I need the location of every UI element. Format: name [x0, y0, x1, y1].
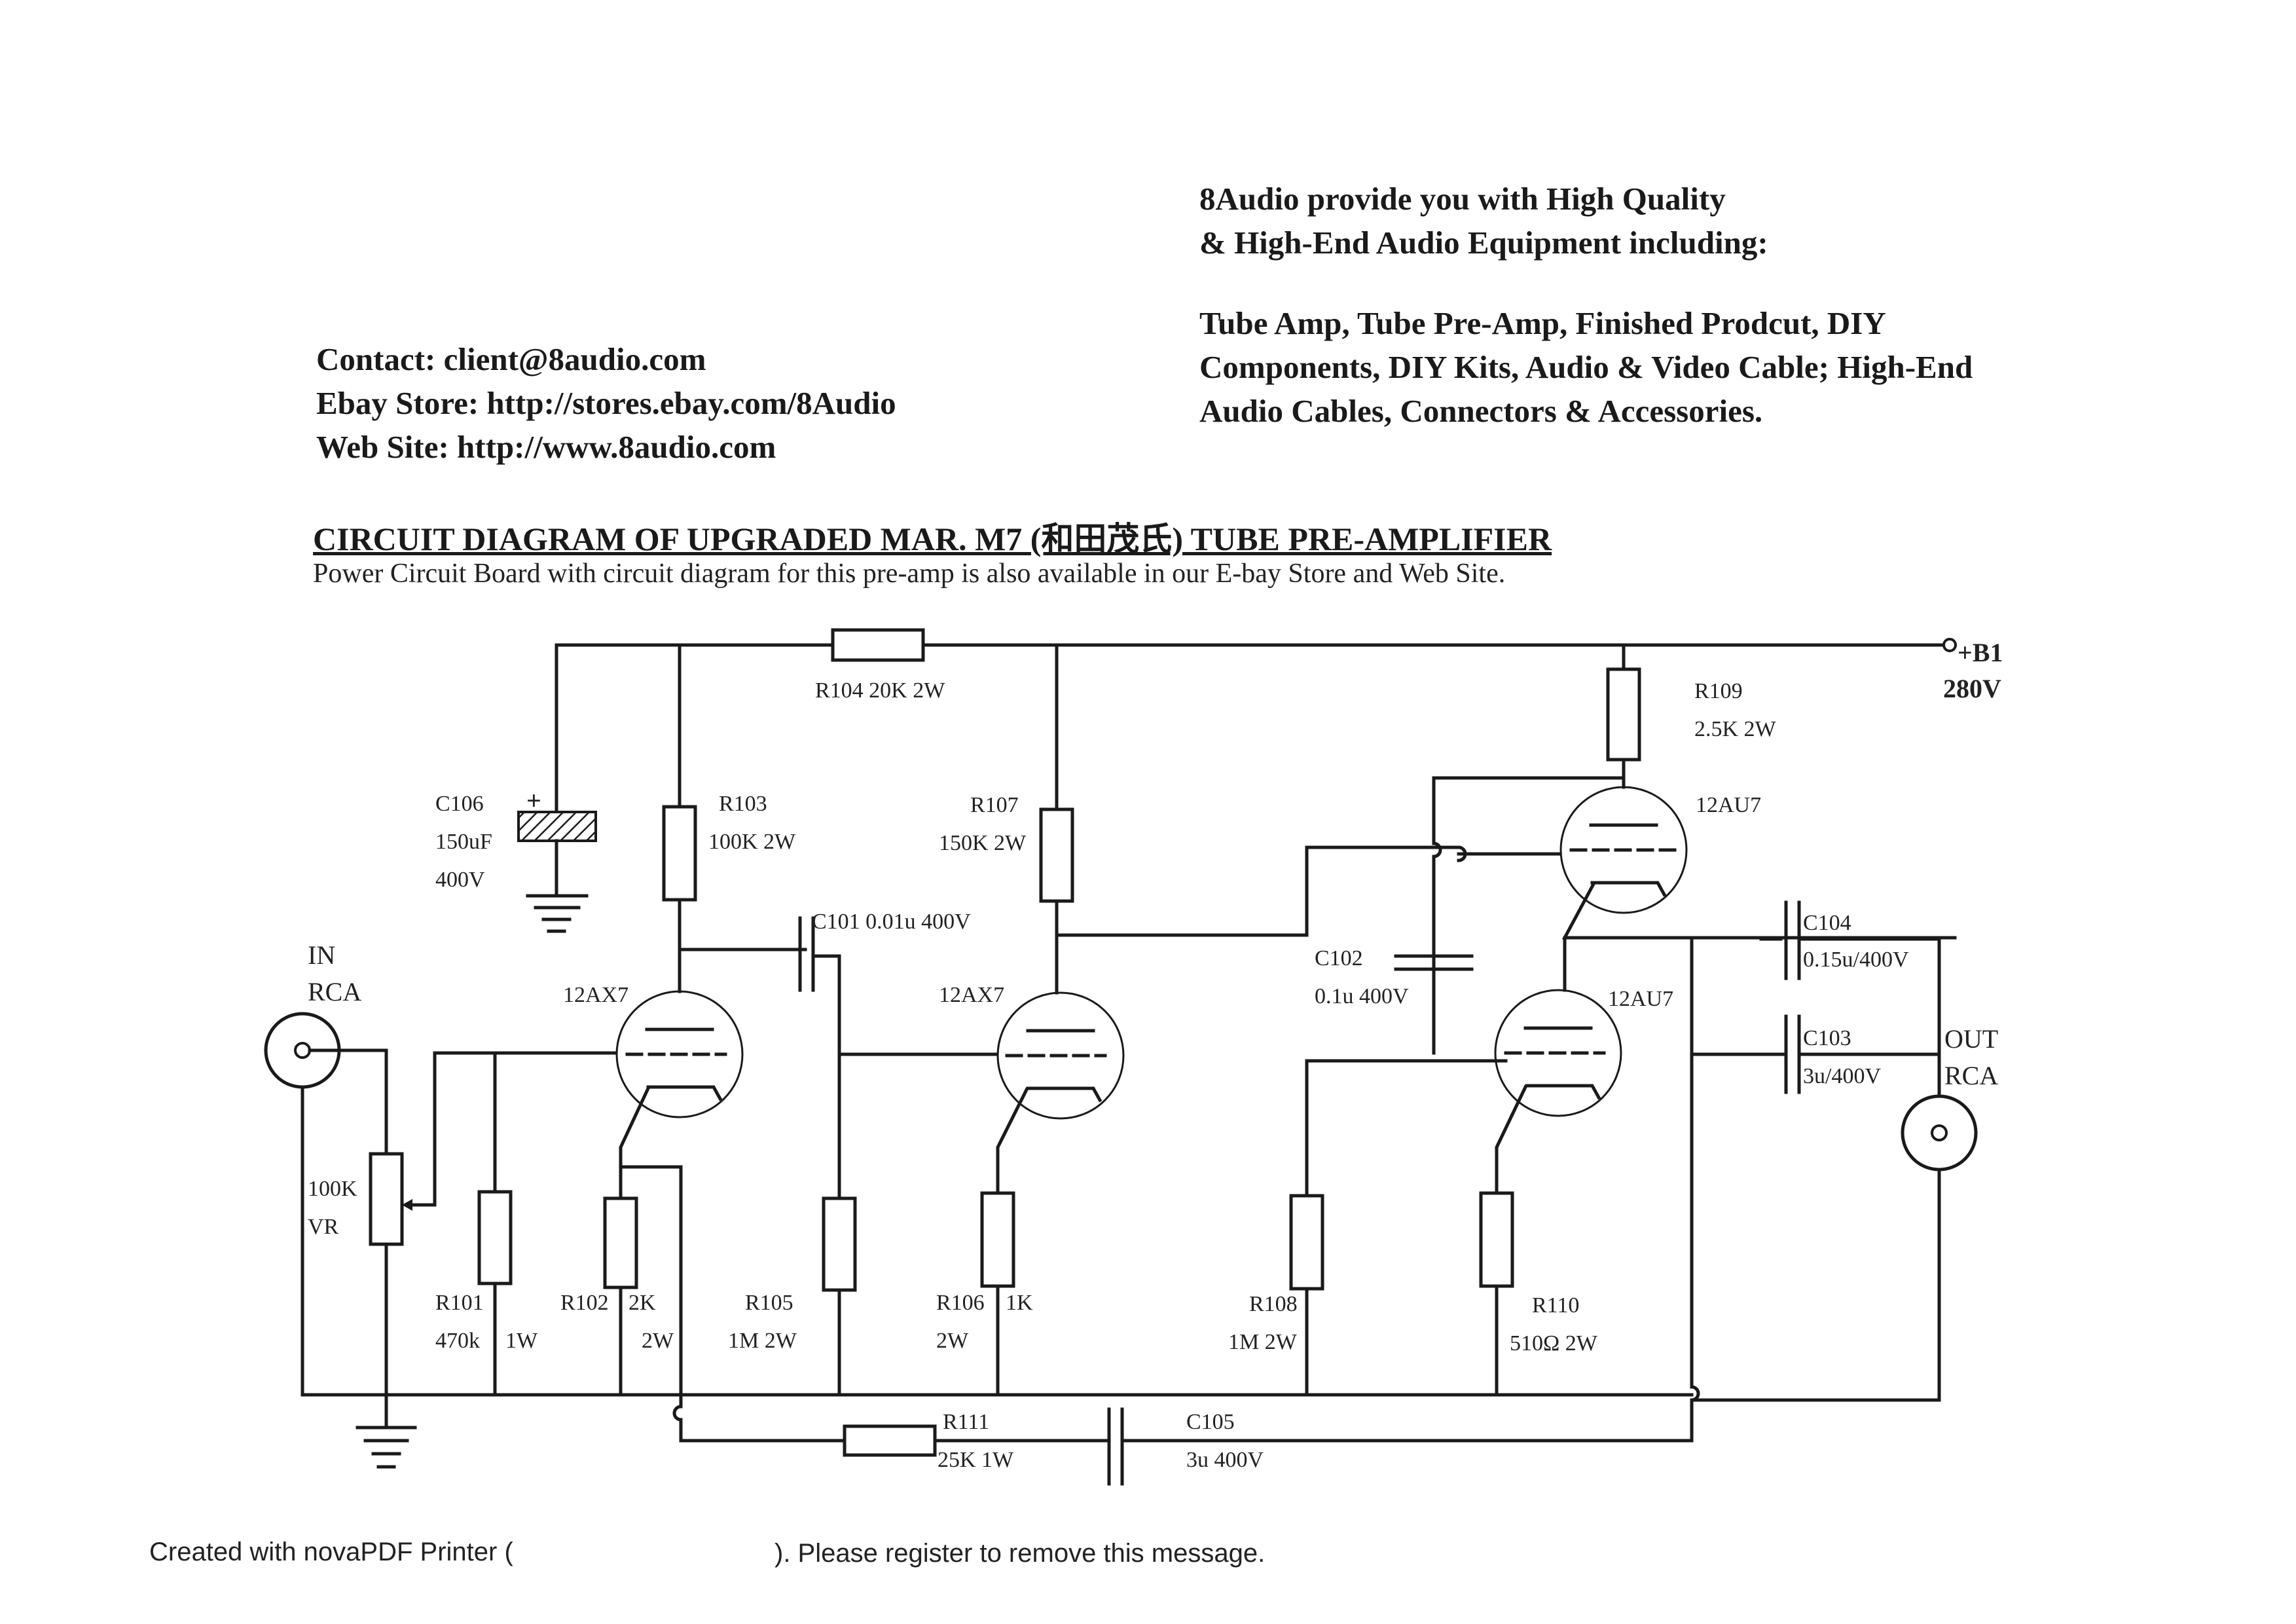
- footer-right: ). Please register to remove this messag…: [774, 1539, 1266, 1568]
- r106-ref: R106: [936, 1291, 985, 1315]
- c106-value: 150uF: [435, 830, 492, 854]
- pdf-footer: Created with novaPDF Printer (: [149, 1538, 513, 1567]
- vr-value: 100K: [308, 1177, 357, 1201]
- resistor-r105: R105 1M 2W: [728, 1052, 857, 1397]
- capacitor-c103: C103 3u/400V: [1690, 1014, 1941, 1094]
- in-label-2: RCA: [308, 977, 361, 1006]
- c102-ref: C102: [1315, 946, 1363, 970]
- resistor-r101: R101 470k 1W: [435, 1051, 538, 1397]
- contact-email: Contact: client@8audio.com: [316, 341, 706, 377]
- r107-value: 150K 2W: [939, 831, 1027, 855]
- r101-rating: 1W: [505, 1329, 538, 1353]
- r110-value: 510Ω 2W: [1510, 1331, 1598, 1356]
- resistor-r108: R108 1M 2W: [1228, 1059, 1324, 1397]
- resistor-r106: R106 1K 2W: [936, 1191, 1033, 1397]
- resistor-r107: R107 150K 2W: [939, 793, 1074, 903]
- resistor-r103: R103 100K 2W: [662, 643, 796, 993]
- c104-ref: C104: [1803, 911, 1851, 935]
- supply-voltage: 280V: [1943, 674, 2001, 703]
- r108-value: 1M 2W: [1228, 1330, 1298, 1354]
- r111-value: 25K 1W: [938, 1448, 1014, 1472]
- product-line-3: Audio Cables, Connectors & Accessories.: [1199, 393, 1763, 429]
- c101-label: C101 0.01u 400V: [812, 910, 971, 934]
- resistor-r111: R111 25K 1W: [843, 1410, 1014, 1472]
- b1-terminal-label: +B1 280V: [1943, 638, 2003, 703]
- promo-line-2: & High-End Audio Equipment including:: [1199, 225, 1768, 261]
- v3-type: 12AU7: [1696, 793, 1761, 817]
- v2-type: 12AX7: [939, 983, 1004, 1007]
- promo-line-1: 8Audio provide you with High Quality: [1199, 181, 1726, 217]
- resistor-r104: R104 20K 2W: [815, 628, 945, 703]
- c105-value: 3u 400V: [1186, 1448, 1264, 1472]
- v4-type: 12AU7: [1608, 987, 1673, 1011]
- supply-name: +B1: [1958, 638, 2003, 667]
- capacitor-c101: C101 0.01u 400V: [798, 910, 971, 1056]
- r108-ref: R108: [1249, 1292, 1298, 1316]
- r103-value: 100K 2W: [708, 830, 796, 854]
- resistor-r102: R102 2K 2W: [560, 1165, 683, 1397]
- product-line-2: Components, DIY Kits, Audio & Video Cabl…: [1199, 349, 1973, 385]
- c106-polarity: +: [526, 786, 541, 815]
- promo-heading: 8Audio provide you with High Quality & H…: [1199, 177, 1768, 265]
- v1-type: 12AX7: [563, 983, 629, 1007]
- r105-value: 1M 2W: [728, 1329, 797, 1353]
- c106-rating: 400V: [435, 868, 485, 892]
- r104-label: R104 20K 2W: [815, 678, 945, 703]
- r101-ref: R101: [435, 1291, 484, 1315]
- website-link: Web Site: http://www.8audio.com: [316, 429, 776, 465]
- r102-value: 2K: [629, 1291, 656, 1315]
- contact-block: Contact: client@8audio.com Ebay Store: h…: [316, 337, 896, 469]
- r110-ref: R110: [1532, 1293, 1579, 1318]
- ground-bus: [301, 1393, 1941, 1469]
- r103-ref: R103: [719, 792, 767, 816]
- c104-value: 0.15u/400V: [1803, 948, 1909, 972]
- resistor-r110: R110 510Ω 2W: [1479, 1191, 1598, 1397]
- b-plus-rail: [555, 638, 1957, 814]
- resistor-r109: R109 2.5K 2W: [1606, 667, 1777, 789]
- tube-v3-12au7: 12AU7: [1559, 786, 1761, 914]
- vr-ref: VR: [308, 1215, 339, 1239]
- diagram-subtitle: Power Circuit Board with circuit diagram…: [313, 559, 1506, 589]
- c103-value: 3u/400V: [1803, 1064, 1881, 1088]
- c106-ref: C106: [435, 792, 484, 816]
- in-label-1: IN: [308, 940, 335, 970]
- out-label-1: OUT: [1944, 1024, 1998, 1054]
- r109-value: 2.5K 2W: [1694, 717, 1777, 741]
- volume-pot-vr: 100K VR: [308, 1051, 437, 1397]
- r106-rating: 2W: [936, 1329, 969, 1353]
- tube-v4-12au7: 12AU7: [1494, 987, 1673, 1117]
- tube-v2-12ax7: 12AX7: [939, 983, 1125, 1120]
- capacitor-c105: C105 3u 400V: [1107, 1407, 1264, 1486]
- ebay-store-link: Ebay Store: http://stores.ebay.com/8Audi…: [316, 385, 896, 421]
- pdf-footer-right: ). Please register to remove this messag…: [774, 1539, 1265, 1568]
- product-list: Tube Amp, Tube Pre-Amp, Finished Prodcut…: [1199, 301, 1973, 433]
- c105-ref: C105: [1186, 1410, 1235, 1434]
- capacitor-c102: C102 0.1u 400V: [1315, 932, 1474, 1055]
- r102-rating: 2W: [642, 1329, 674, 1353]
- r102-ref: R102: [560, 1291, 609, 1315]
- footer-left: Created with novaPDF Printer (: [149, 1538, 513, 1566]
- input-rca-jack: IN RCA: [264, 940, 361, 1089]
- out-label-2: RCA: [1944, 1061, 1998, 1090]
- r107-ref: R107: [970, 793, 1019, 817]
- c103-ref: C103: [1803, 1026, 1851, 1050]
- r109-ref: R109: [1694, 679, 1743, 703]
- diagram-title: CIRCUIT DIAGRAM OF UPGRADED MAR. M7 (和田茂…: [313, 521, 1552, 557]
- c102-value: 0.1u 400V: [1315, 984, 1409, 1008]
- product-line-1: Tube Amp, Tube Pre-Amp, Finished Prodcut…: [1199, 305, 1886, 341]
- r105-ref: R105: [745, 1291, 793, 1315]
- capacitor-c106: + C106 150uF 400V: [435, 786, 597, 933]
- r106-value: 1K: [1006, 1291, 1033, 1315]
- r101-value: 470k: [435, 1329, 480, 1353]
- output-rca-jack: OUT RCA: [1901, 1024, 1998, 1402]
- r111-ref: R111: [943, 1410, 989, 1434]
- tube-v1-12ax7: 12AX7: [563, 983, 744, 1118]
